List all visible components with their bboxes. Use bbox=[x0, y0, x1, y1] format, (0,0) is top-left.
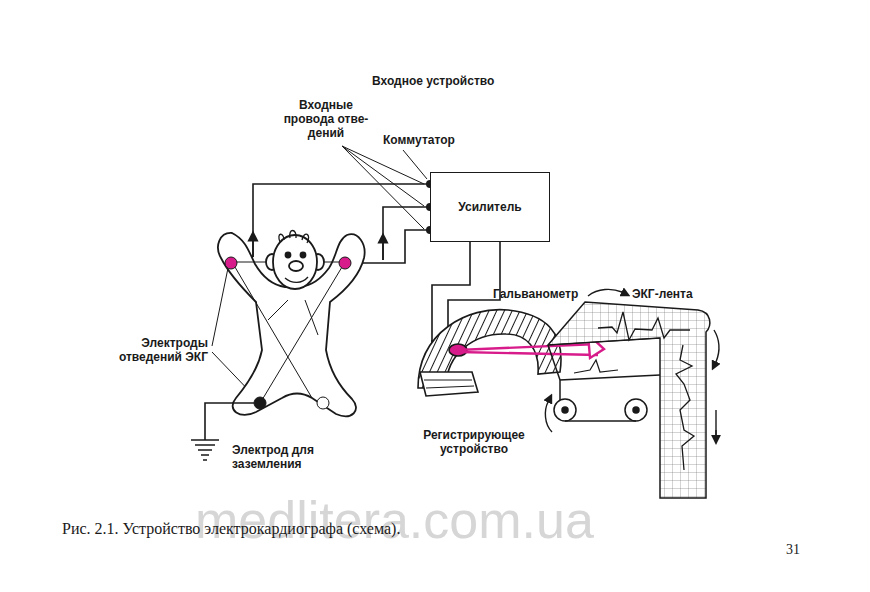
section-title: Входное устройство bbox=[372, 74, 494, 88]
part-name: Электроды отведений ЭКГ bbox=[112, 336, 208, 364]
patient-figure bbox=[218, 231, 365, 417]
figure-caption: Рис. 2.1. Устройство электрокардиографа … bbox=[62, 519, 400, 539]
motion-arrows bbox=[545, 289, 718, 440]
box-label: Усилитель bbox=[458, 200, 521, 214]
part-name: Регистрирующее устройство bbox=[416, 428, 532, 456]
wires-label: Входные провода отве- дений bbox=[275, 98, 377, 140]
page-number: 31 bbox=[786, 543, 800, 557]
part-name: Электрод для заземления bbox=[232, 443, 332, 471]
part-name: Гальванометр bbox=[493, 287, 578, 301]
ecg-tape bbox=[548, 302, 710, 498]
lead-wires bbox=[237, 184, 430, 263]
part-name: Коммутатор bbox=[383, 133, 455, 147]
electrodes bbox=[225, 257, 351, 409]
part-name: ЭКГ-лента bbox=[632, 287, 693, 301]
process-box: Усилитель bbox=[430, 172, 550, 242]
